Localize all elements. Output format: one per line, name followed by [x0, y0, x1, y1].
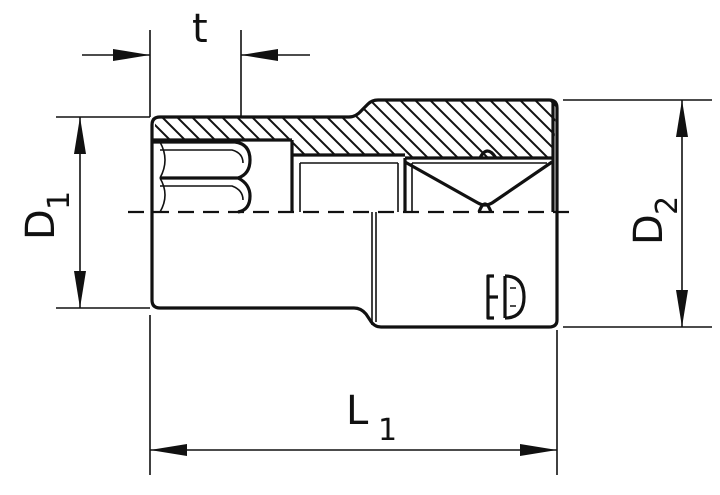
hatch-line [560, 95, 630, 165]
dimension-t-label: t [192, 6, 208, 52]
hatch-line [155, 101, 226, 158]
dimension-d1-label: D [18, 209, 64, 240]
hatch-line [169, 101, 241, 158]
dimension-d2-label: D [626, 214, 672, 245]
hatch-line [439, 101, 511, 158]
hatch-line [575, 95, 645, 165]
dimension-l1-label: L [346, 388, 369, 434]
hex-bore-thin [160, 149, 244, 201]
hex-bore-profile [152, 140, 252, 214]
hatch-line [424, 101, 496, 158]
hatch-line [364, 101, 436, 158]
hatch-line [514, 101, 556, 158]
hatch-line [605, 95, 675, 165]
hatch-line [529, 101, 556, 158]
drive-ball-detent [478, 149, 498, 159]
dimension-d1-subscript: 1 [42, 191, 77, 210]
drive-center-mark [477, 202, 493, 213]
hatch-line [409, 101, 481, 158]
dimension-l1-subscript: 1 [378, 413, 397, 448]
hatch-line [379, 101, 451, 158]
hatch-line [469, 101, 541, 158]
dimension-d1: D 1 [18, 116, 150, 309]
dimension-d2-subscript: 2 [650, 196, 685, 215]
manufacturer-logo-icon [486, 274, 526, 320]
inner-thin-1 [299, 162, 399, 212]
hatch-line [454, 101, 526, 158]
hatch-line [184, 101, 256, 158]
dimension-d2: D 2 [563, 99, 712, 328]
hex-bore-left-arc [159, 141, 166, 213]
dimension-l1: L 1 [149, 315, 558, 475]
hatch-line [155, 101, 181, 158]
drive-chamfer [404, 160, 553, 207]
dimension-t: t [82, 6, 310, 117]
inner-thin-2 [411, 162, 547, 212]
hatch-line [590, 95, 660, 165]
socket-body-outline [150, 98, 559, 329]
hatch-line [155, 101, 196, 158]
hatch-line [394, 101, 466, 158]
hatch-line [199, 101, 271, 158]
hatch-line [484, 101, 556, 158]
hatch-line [499, 101, 556, 158]
